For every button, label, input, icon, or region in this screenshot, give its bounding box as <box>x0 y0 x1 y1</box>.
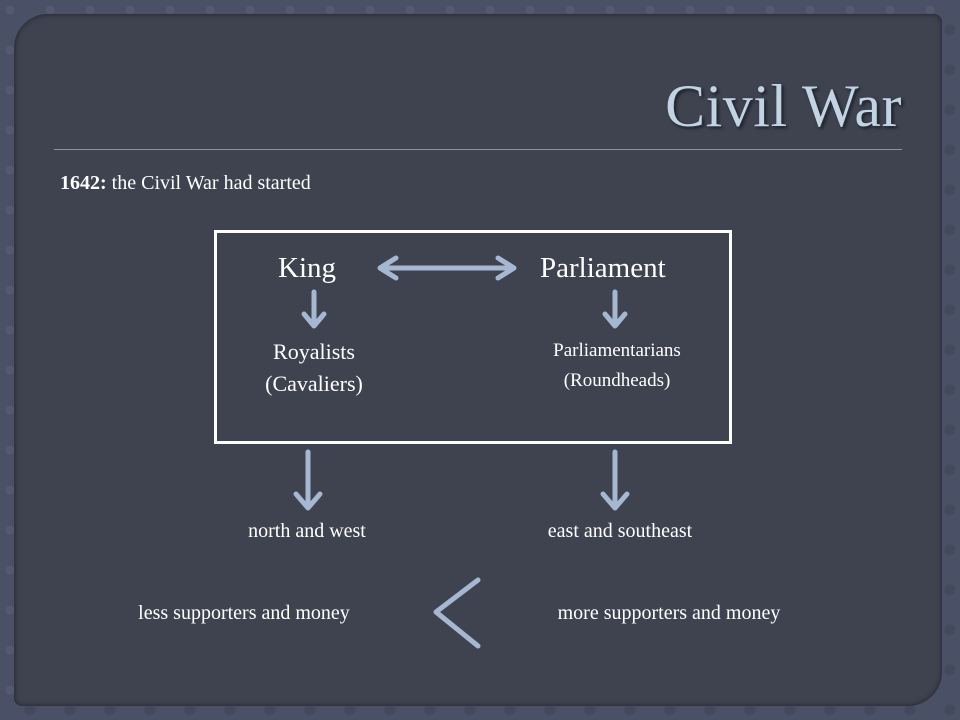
arrow-down-icon-parliament <box>602 289 628 329</box>
intro-year: 1642: <box>60 172 107 194</box>
parliamentarians-line2: (Roundheads) <box>563 370 671 391</box>
parliament-label: Parliament <box>540 252 666 284</box>
royalists-label: Royalists (Cavaliers) <box>244 336 384 400</box>
royalist-resources-label: less supporters and money <box>138 602 350 624</box>
intro-text: the Civil War had started <box>106 172 311 194</box>
slide-title: Civil War <box>665 73 902 139</box>
less-than-icon <box>433 577 481 649</box>
arrow-down-icon-king <box>301 289 327 329</box>
parliamentarians-label: Parliamentarians (Roundheads) <box>522 336 712 396</box>
intro-line: 1642: the Civil War had started <box>60 172 311 195</box>
parliament-resources-label: more supporters and money <box>557 602 781 624</box>
double-arrow-icon <box>377 255 517 281</box>
royalists-line2: (Cavaliers) <box>265 371 363 396</box>
parliamentarians-line1: Parliamentarians <box>553 340 681 361</box>
royalist-regions-label: north and west <box>248 520 366 542</box>
title-divider <box>54 149 902 150</box>
parliament-regions-label: east and southeast <box>547 520 693 542</box>
arrow-down-icon-parliament-regions <box>600 449 630 511</box>
royalists-line1: Royalists <box>273 339 355 364</box>
factions-box <box>214 230 732 444</box>
arrow-down-icon-royalist-regions <box>293 449 323 511</box>
slide-panel <box>14 14 942 706</box>
king-label: King <box>278 252 336 284</box>
